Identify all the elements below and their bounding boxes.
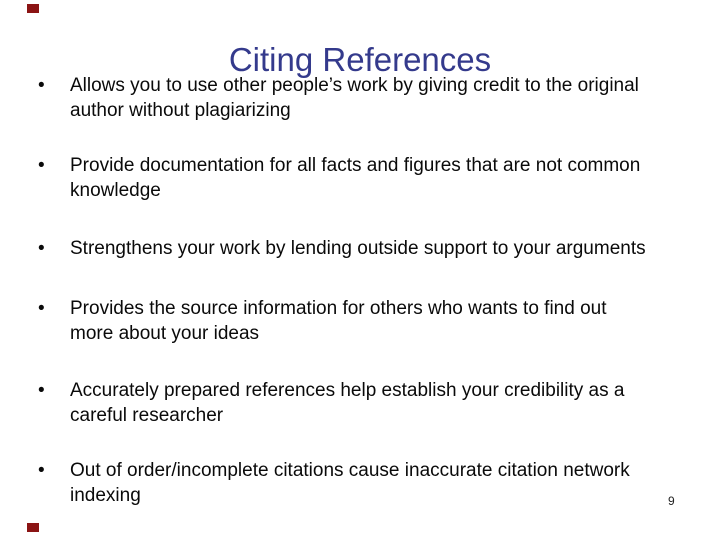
bullet-4-line-1: Provides the source information for othe…: [70, 298, 607, 319]
corner-mark-top: [27, 4, 39, 13]
bullet-5-line-2: careful researcher: [70, 405, 224, 426]
bullet-icon: •: [38, 298, 45, 319]
bullet-icon: •: [38, 75, 45, 96]
bullet-item-5: • Accurately prepared references help es…: [38, 378, 624, 428]
bullet-item-1: • Allows you to use other people’s work …: [38, 73, 639, 123]
bullet-1-line-2: author without plagiarizing: [70, 100, 291, 121]
bullet-3-line-1: Strengthens your work by lending outside…: [70, 238, 646, 259]
bullet-4-line-2: more about your ideas: [70, 323, 260, 344]
bullet-5-line-1: Accurately prepared references help esta…: [70, 380, 625, 401]
corner-mark-bottom: [27, 523, 39, 532]
bullet-item-6: • Out of order/incomplete citations caus…: [38, 458, 630, 508]
bullet-icon: •: [38, 155, 45, 176]
bullet-item-2: • Provide documentation for all facts an…: [38, 153, 640, 203]
bullet-icon: •: [38, 238, 45, 259]
page-number: 9: [668, 494, 675, 508]
bullet-1-line-1: Allows you to use other people’s work by…: [70, 75, 639, 96]
bullet-icon: •: [38, 460, 45, 481]
bullet-item-3: • Strengthens your work by lending outsi…: [38, 236, 646, 261]
bullet-2-line-2: knowledge: [70, 180, 161, 201]
bullet-6-line-2: indexing: [70, 485, 141, 506]
page-title: Citing References: [228, 41, 492, 79]
bullet-icon: •: [38, 380, 45, 401]
bullet-2-line-1: Provide documentation for all facts and …: [70, 155, 641, 176]
bullet-6-line-1: Out of order/incomplete citations cause …: [70, 460, 630, 481]
bullet-item-4: • Provides the source information for ot…: [38, 296, 607, 346]
